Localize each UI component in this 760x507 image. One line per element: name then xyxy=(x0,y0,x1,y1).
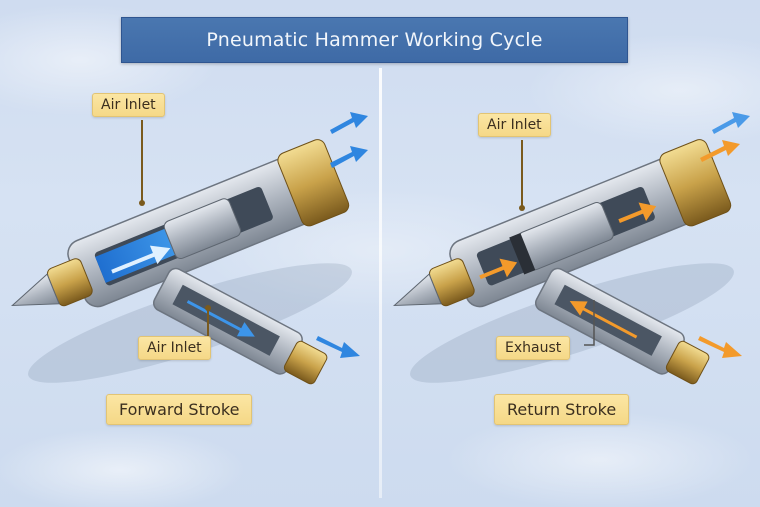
title-banner: Pneumatic Hammer Working Cycle xyxy=(121,17,628,63)
air-inlet-callout-bottom: Air Inlet xyxy=(138,336,211,360)
return-stroke-label: Return Stroke xyxy=(494,394,630,425)
forward-stroke-label: Forward Stroke xyxy=(106,394,253,425)
diagram-title: Pneumatic Hammer Working Cycle xyxy=(206,29,543,51)
exhaust-callout: Exhaust xyxy=(496,336,571,360)
return-stroke-panel: Air Inlet Exhaust Return Stroke xyxy=(382,68,760,498)
forward-hammer-illustration xyxy=(10,112,368,385)
air-inlet-callout: Air Inlet xyxy=(478,113,551,137)
forward-stroke-panel: Air Inlet Air Inlet Forward Stroke xyxy=(0,68,378,498)
panel-divider xyxy=(379,68,382,498)
return-hammer-illustration xyxy=(392,112,750,385)
air-inlet-callout-top: Air Inlet xyxy=(92,93,165,117)
